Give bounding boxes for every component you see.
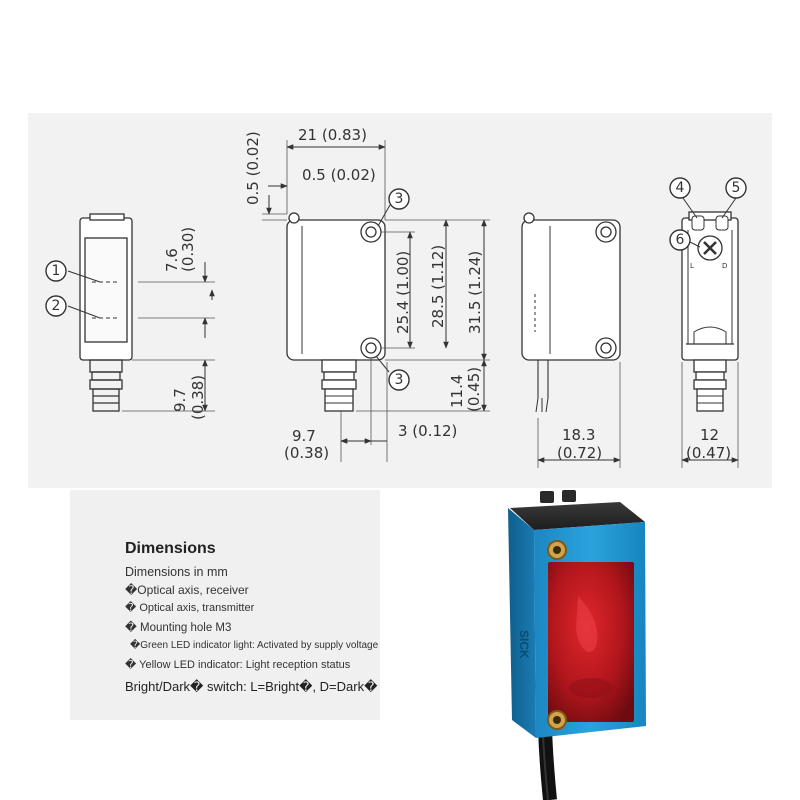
legend-units: Dimensions in mm: [125, 565, 228, 579]
legend-item-green-led: �Green LED indicator light: Activated by…: [130, 640, 379, 651]
dimension-drawing-panel: L D 1 2 3 3 4 5 6 21 (0.83) 0.5 (0.02) 0…: [28, 113, 772, 488]
legend-item-transmitter-axis: � Optical axis, transmitter: [125, 602, 255, 614]
sensor-lens: [548, 562, 634, 722]
callout-5: [725, 177, 747, 199]
legend-item-yellow-led: � Yellow LED indicator: Light reception …: [125, 659, 351, 671]
dim-12-in: (0.47): [686, 444, 731, 462]
callout-2-label: 2: [52, 298, 61, 314]
callout-3-top: [388, 188, 410, 210]
sensor-side-face: [508, 508, 536, 738]
dim-28-5: 28.5 (1.12): [429, 245, 447, 328]
callout-1: [45, 260, 67, 282]
dim-18-3: 18.3: [562, 426, 595, 444]
dim-25-4: 25.4 (1.00): [394, 251, 412, 334]
sensor-product-photo: SICK: [508, 490, 646, 800]
dim-11-4-in: (0.45): [465, 367, 483, 412]
dim-18-3-in: (0.72): [557, 444, 602, 462]
cable-variant-view: [521, 212, 621, 413]
legend-item-receiver-axis: �Optical axis, receiver: [125, 583, 249, 597]
callout-4-label: 4: [676, 180, 685, 196]
legend-item-bright-dark-switch: Bright/Dark� switch: L=Bright�, D=Dark�: [125, 679, 378, 694]
legend-title: Dimensions: [125, 540, 216, 557]
callout-5-label: 5: [732, 180, 741, 196]
switch-label-d: D: [722, 262, 727, 270]
dim-0-5-vertical: 0.5 (0.02): [244, 131, 262, 205]
dimension-drawing: L D 1 2 3 3 4 5 6 21 (0.83) 0.5 (0.02) 0…: [45, 126, 747, 468]
callout-3-top-label: 3: [395, 191, 404, 207]
callout-6-label: 6: [676, 232, 685, 248]
dim-3: 3 (0.12): [398, 422, 457, 440]
dim-21: 21 (0.83): [298, 126, 367, 144]
dim-11-4: 11.4: [448, 375, 466, 408]
callout-3-bottom: [388, 369, 410, 391]
callout-2: [45, 295, 67, 317]
brand-logo: SICK: [517, 630, 531, 659]
side-view-left: [79, 213, 133, 412]
dim-31-5: 31.5 (1.24): [466, 251, 484, 334]
dim-0-5-horizontal: 0.5 (0.02): [302, 166, 376, 184]
dim-9-7-left-in: (0.38): [189, 375, 207, 420]
callout-6: [669, 229, 691, 251]
dim-7-6: 7.6: [163, 248, 181, 272]
callout-4: [669, 177, 691, 199]
dim-12: 12: [700, 426, 719, 444]
dim-9-7-left: 9.7: [171, 388, 189, 412]
dim-9-7-bottom-in: (0.38): [284, 444, 329, 462]
rear-view: [681, 211, 739, 412]
dim-9-7-bottom: 9.7: [292, 427, 316, 445]
front-view: [286, 212, 386, 412]
callout-1-label: 1: [52, 263, 61, 279]
dim-7-6-in: (0.30): [179, 227, 197, 272]
switch-label-l: L: [690, 262, 694, 270]
legend-item-mounting-hole: � Mounting hole M3: [125, 622, 232, 634]
callout-3-bottom-label: 3: [395, 372, 404, 388]
legend-panel: Dimensions Dimensions in mm �Optical axi…: [70, 490, 380, 720]
